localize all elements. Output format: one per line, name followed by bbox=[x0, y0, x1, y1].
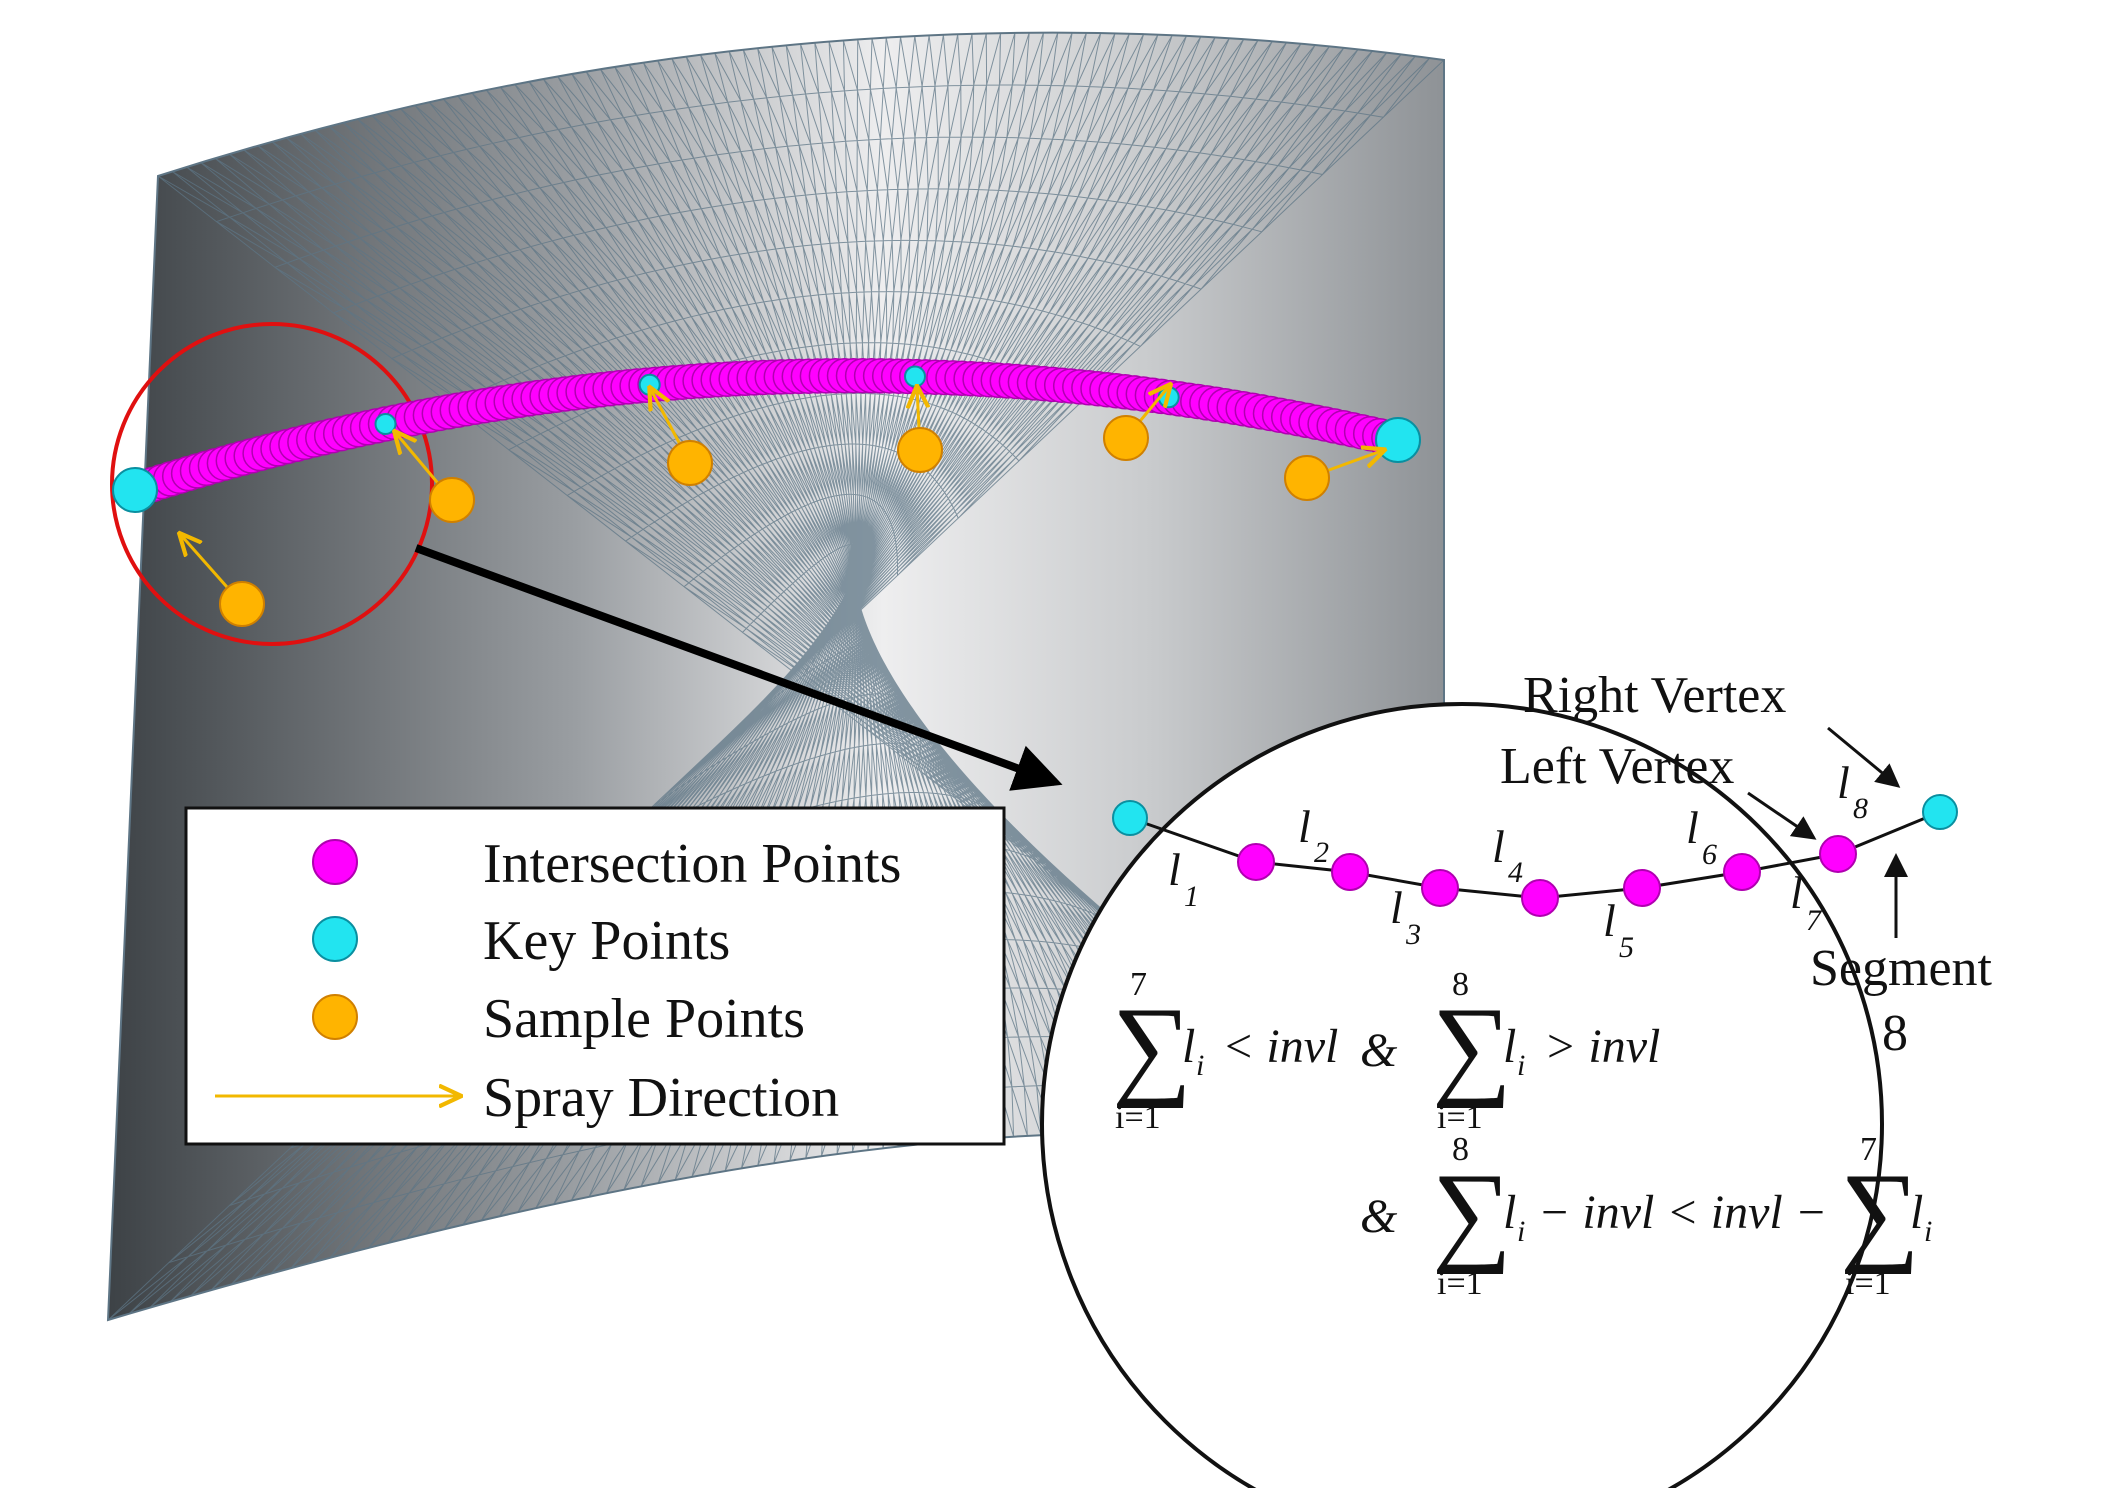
sample-point bbox=[897, 427, 943, 473]
svg-text:l: l bbox=[1503, 1020, 1516, 1073]
svg-text:l: l bbox=[1503, 1186, 1516, 1239]
svg-text:∑: ∑ bbox=[1840, 1151, 1920, 1275]
svg-text:i=1: i=1 bbox=[1437, 1099, 1483, 1136]
sample-point bbox=[667, 440, 713, 486]
legend-key-dot bbox=[312, 916, 358, 962]
svg-text:i: i bbox=[1517, 1049, 1525, 1082]
sample-point bbox=[219, 581, 265, 627]
segment-label-1: l1 bbox=[1168, 844, 1199, 913]
svg-text:l: l bbox=[1168, 844, 1181, 895]
svg-text:l: l bbox=[1182, 1020, 1195, 1073]
zoom-view: l1 l2 l3 l4 l5 l6 l7 l8 Right Vertex Lef… bbox=[1040, 667, 1993, 1488]
svg-text:i: i bbox=[1924, 1215, 1932, 1248]
key-point bbox=[904, 365, 926, 388]
zoom-intersection-point bbox=[1331, 853, 1369, 891]
segment-number: 8 bbox=[1882, 1005, 1908, 1062]
svg-text:∑: ∑ bbox=[1432, 1151, 1512, 1275]
svg-text:< invl: < invl bbox=[1222, 1020, 1338, 1073]
svg-text:l: l bbox=[1790, 867, 1803, 918]
svg-text:l: l bbox=[1298, 801, 1311, 852]
svg-text:7: 7 bbox=[1130, 966, 1147, 1003]
svg-text:3: 3 bbox=[1405, 918, 1421, 951]
svg-text:l: l bbox=[1837, 757, 1850, 808]
zoom-key-point-right bbox=[1922, 794, 1958, 830]
svg-text:− invl < invl −: − invl < invl − bbox=[1538, 1186, 1827, 1239]
segment-label-4: l4 bbox=[1492, 821, 1523, 889]
sample-point bbox=[429, 477, 475, 523]
right-vertex-pointer bbox=[1827, 726, 1901, 788]
key-point bbox=[374, 413, 397, 435]
segment-label-2: l2 bbox=[1298, 801, 1329, 869]
equation-2: & 8 ∑ i=1 l i − invl < invl − 7 ∑ i=1 l … bbox=[1360, 1131, 1932, 1302]
zoom-arrow bbox=[414, 544, 1063, 791]
segment-label-7: l7 bbox=[1790, 867, 1823, 937]
svg-text:1: 1 bbox=[1184, 880, 1199, 913]
svg-text:l: l bbox=[1492, 821, 1505, 872]
svg-text:l: l bbox=[1390, 882, 1403, 933]
zoom-circle bbox=[1040, 702, 1884, 1488]
zoom-key-point-left bbox=[1112, 800, 1148, 836]
svg-text:∑: ∑ bbox=[1112, 985, 1192, 1109]
svg-text:∑: ∑ bbox=[1432, 985, 1512, 1109]
key-point bbox=[112, 467, 158, 513]
svg-text:&: & bbox=[1360, 1024, 1398, 1077]
right-vertex-label: Right Vertex bbox=[1523, 667, 1786, 724]
svg-text:l: l bbox=[1910, 1186, 1923, 1239]
legend-sample-label: Sample Points bbox=[483, 988, 805, 1050]
legend-intersection-dot bbox=[312, 839, 358, 885]
svg-text:i=1: i=1 bbox=[1437, 1265, 1483, 1302]
svg-text:7: 7 bbox=[1860, 1131, 1877, 1168]
svg-text:8: 8 bbox=[1452, 966, 1469, 1003]
zoom-intersection-point bbox=[1521, 879, 1559, 917]
zoom-intersection-point bbox=[1623, 869, 1661, 907]
svg-text:8: 8 bbox=[1452, 1131, 1469, 1168]
spray-path bbox=[112, 357, 1421, 627]
svg-text:5: 5 bbox=[1619, 931, 1634, 964]
equation-1: 7 ∑ i=1 l i < invl & 8 ∑ i=1 l i > invl bbox=[1112, 966, 1660, 1136]
sample-point bbox=[1284, 455, 1330, 501]
highlight-circle bbox=[110, 322, 434, 646]
key-point bbox=[1375, 417, 1421, 463]
legend-spray-label: Spray Direction bbox=[483, 1067, 839, 1129]
svg-text:i=1: i=1 bbox=[1115, 1099, 1161, 1136]
svg-text:2: 2 bbox=[1314, 836, 1329, 869]
left-vertex-label: Left Vertex bbox=[1500, 738, 1734, 795]
segment-label-5: l5 bbox=[1603, 895, 1634, 964]
svg-text:l: l bbox=[1603, 895, 1616, 946]
svg-text:&: & bbox=[1360, 1190, 1398, 1243]
svg-text:7: 7 bbox=[1806, 904, 1823, 937]
legend-intersection-label: Intersection Points bbox=[483, 833, 901, 895]
zoom-intersection-point bbox=[1237, 843, 1275, 881]
key-point bbox=[638, 373, 661, 396]
segment-label-8: l8 bbox=[1837, 757, 1868, 825]
segment-label-3: l3 bbox=[1390, 882, 1421, 951]
sample-point bbox=[1103, 415, 1149, 461]
svg-text:i: i bbox=[1517, 1215, 1525, 1248]
zoom-intersection-point bbox=[1723, 853, 1761, 891]
svg-text:8: 8 bbox=[1853, 792, 1868, 825]
svg-text:6: 6 bbox=[1702, 838, 1717, 871]
svg-text:> invl: > invl bbox=[1544, 1020, 1660, 1073]
zoom-intersection-point bbox=[1421, 869, 1459, 907]
svg-text:l: l bbox=[1686, 802, 1699, 853]
legend-sample-dot bbox=[312, 994, 358, 1040]
svg-text:i=1: i=1 bbox=[1845, 1265, 1891, 1302]
left-vertex-pointer bbox=[1747, 791, 1817, 840]
svg-text:4: 4 bbox=[1508, 856, 1523, 889]
svg-text:i: i bbox=[1196, 1049, 1204, 1082]
zoom-intersection-point bbox=[1819, 835, 1857, 873]
segment-label: Segment bbox=[1810, 940, 1993, 997]
segment-label-6: l6 bbox=[1686, 802, 1717, 871]
legend-key-label: Key Points bbox=[483, 910, 730, 972]
legend: Intersection Points Key Points Sample Po… bbox=[184, 806, 1006, 1146]
